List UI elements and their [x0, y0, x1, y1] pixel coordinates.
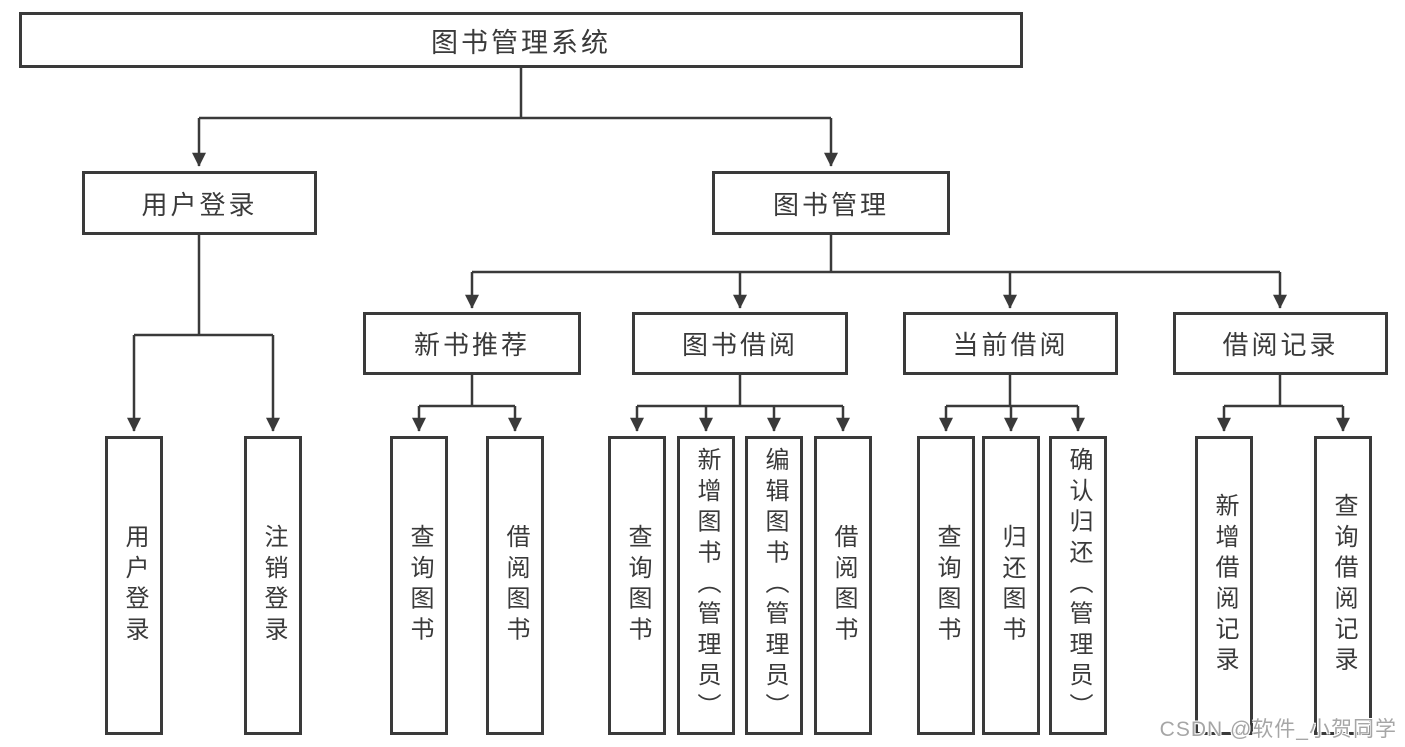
node-label: 图书管理 — [772, 189, 889, 220]
node-book-management: 图书管理 — [712, 171, 950, 235]
node-label: 借阅记录 — [1222, 330, 1339, 360]
leaf-label: 归还图书 — [998, 524, 1025, 647]
leaf-query-books-recommend: 查询图书 — [390, 436, 448, 735]
node-book-borrow: 图书借阅 — [632, 312, 848, 375]
leaf-edit-book-admin: 编辑图书（管理员） — [745, 436, 803, 735]
leaf-user-login: 用户登录 — [105, 436, 163, 735]
leaf-label: 确认归还（管理员） — [1065, 447, 1092, 724]
leaf-label: 新增图书（管理员） — [693, 447, 720, 724]
leaf-add-book-admin: 新增图书（管理员） — [677, 436, 735, 735]
leaf-label: 查询图书 — [406, 524, 433, 647]
node-new-book-recommend: 新书推荐 — [363, 312, 581, 375]
leaf-query-books-current: 查询图书 — [917, 436, 975, 735]
node-borrow-records: 借阅记录 — [1173, 312, 1388, 375]
leaf-label: 查询借阅记录 — [1330, 493, 1357, 678]
leaf-label: 借阅图书 — [502, 524, 529, 647]
leaf-confirm-return-admin: 确认归还（管理员） — [1049, 436, 1107, 735]
node-label: 当前借阅 — [952, 330, 1069, 360]
leaf-borrow-books-recommend: 借阅图书 — [486, 436, 544, 735]
leaf-label: 用户登录 — [121, 524, 148, 647]
leaf-label: 注销登录 — [260, 524, 287, 647]
leaf-borrow-books-borrow: 借阅图书 — [814, 436, 872, 735]
leaf-query-books-borrow: 查询图书 — [608, 436, 666, 735]
leaf-query-borrow-record: 查询借阅记录 — [1314, 436, 1372, 735]
leaf-label: 新增借阅记录 — [1211, 493, 1238, 678]
leaf-add-borrow-record: 新增借阅记录 — [1195, 436, 1253, 735]
node-label: 新书推荐 — [413, 330, 530, 360]
leaf-label: 查询图书 — [624, 524, 651, 647]
leaf-return-book: 归还图书 — [982, 436, 1040, 735]
leaf-label: 编辑图书（管理员） — [761, 447, 788, 724]
leaf-logout: 注销登录 — [244, 436, 302, 735]
node-label: 用户登录 — [141, 189, 258, 220]
leaf-label: 借阅图书 — [830, 524, 857, 647]
node-label: 图书管理系统 — [431, 27, 611, 58]
node-label: 图书借阅 — [681, 330, 798, 360]
csdn-watermark: CSDN @软件_小贺同学 — [1159, 718, 1397, 741]
node-user-login: 用户登录 — [82, 171, 317, 235]
node-current-borrow: 当前借阅 — [903, 312, 1118, 375]
leaf-label: 查询图书 — [933, 524, 960, 647]
node-library-management-system: 图书管理系统 — [19, 12, 1023, 68]
